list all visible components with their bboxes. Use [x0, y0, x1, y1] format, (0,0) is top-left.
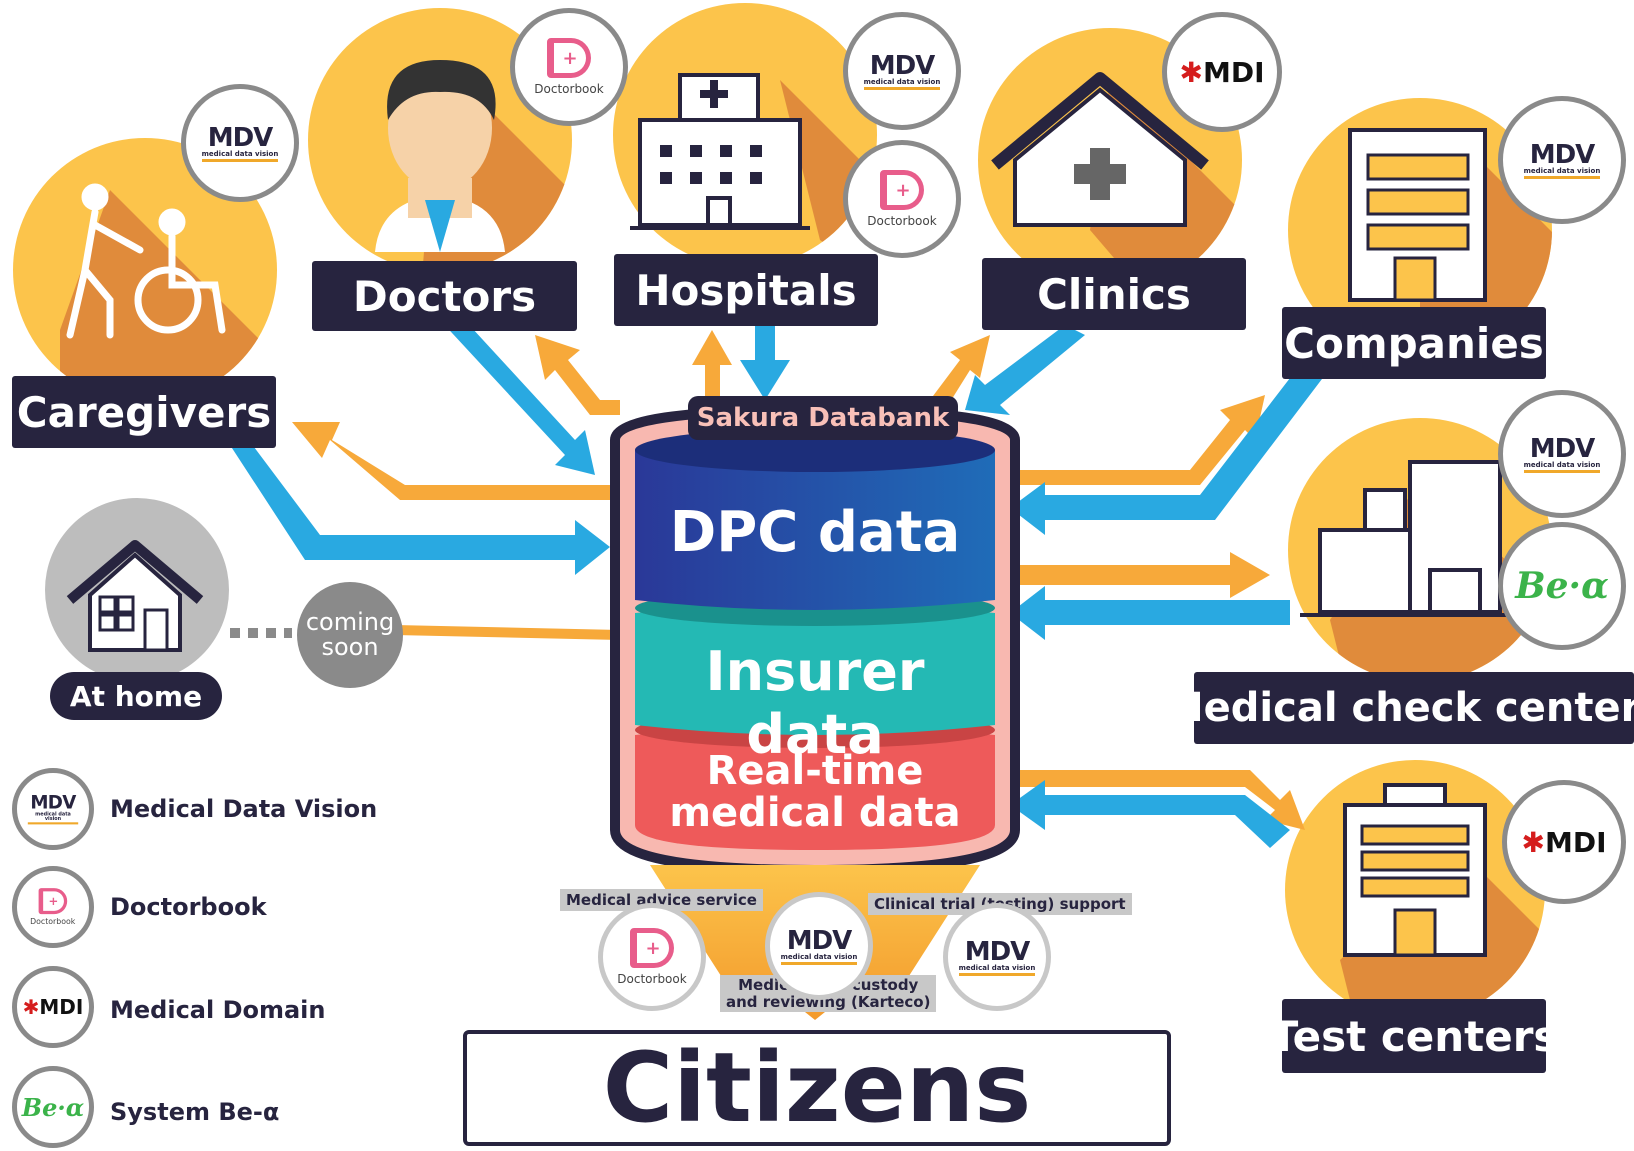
- insurer-data-layer-label: Insurer data: [705, 640, 925, 766]
- legend-doctorbook-label: Doctorbook: [110, 893, 267, 921]
- doctorbook-d-icon: +: [630, 928, 674, 968]
- blue-arrows: [230, 315, 1325, 848]
- medical-check-bea-logo: Be·α: [1498, 522, 1626, 650]
- realtime-line2: medical data: [669, 790, 961, 836]
- hospital-building-icon: [630, 73, 810, 230]
- legend-mdv-label: Medical Data Vision: [110, 795, 378, 823]
- realtime-data-layer-label: Real-time medical data: [640, 750, 990, 834]
- mdi-logo-icon: ✱MDI: [1521, 825, 1607, 859]
- medical-check-centers-label: Medical check centers: [1164, 672, 1634, 744]
- test-centers-label: Test centers: [1270, 999, 1558, 1073]
- caregivers-label: Caregivers: [12, 376, 276, 448]
- home-house-icon: [66, 540, 204, 652]
- dpc-data-layer-label: DPC data: [669, 500, 961, 565]
- legend-mdi-label: Medical Domain: [110, 996, 326, 1024]
- orange-arrows: [292, 330, 1305, 830]
- legend-bea-label: System Be-α: [110, 1098, 280, 1126]
- sakura-databank-cylinder: [610, 404, 1020, 876]
- mdi-logo-icon: ✱MDI: [1179, 55, 1265, 89]
- citizens-title: Citizens: [602, 1032, 1032, 1144]
- bea-logo-icon: Be·α: [1515, 565, 1609, 607]
- bea-logo-icon: Be·α: [21, 1092, 85, 1122]
- test-centers-mdi-logo: ✱MDI: [1502, 780, 1626, 904]
- doctorbook-d-icon: +: [880, 170, 924, 210]
- doctorbook-d-icon: +: [547, 38, 591, 78]
- coming-soon-connector: [230, 625, 621, 640]
- legend-doctorbook-badge: +Doctorbook: [12, 866, 94, 948]
- coming-soon-badge: coming soon: [297, 582, 403, 688]
- legend-bea-badge: Be·α: [12, 1066, 94, 1148]
- karteco-line2: and reviewing (Karteco): [726, 992, 931, 1011]
- test-center-building-icon: [1343, 783, 1487, 957]
- coming-soon-text: coming soon: [305, 607, 395, 661]
- doctors-label: Doctors: [312, 261, 577, 331]
- at-home-label: At home: [50, 672, 222, 720]
- medical-check-building-icon: [1300, 460, 1510, 617]
- citizens-box: Citizens: [463, 1030, 1171, 1146]
- hospitals-label: Hospitals: [614, 254, 878, 326]
- caregiver-wheelchair-icon: [66, 183, 226, 339]
- clinics-mdi-logo: ✱MDI: [1162, 12, 1282, 132]
- mdi-logo-icon: ✱MDI: [22, 995, 84, 1019]
- doctor-person-icon: [375, 60, 505, 252]
- legend-mdi-badge: ✱MDI: [12, 966, 94, 1048]
- medical-advice-service-tag: Medical advice service: [560, 889, 763, 911]
- service-doctorbook-logo: +Doctorbook: [598, 903, 706, 1011]
- companies-label: Companies: [1282, 307, 1546, 379]
- realtime-line1: Real-time: [706, 748, 924, 794]
- clinic-house-icon: [991, 72, 1209, 227]
- doctors-doctorbook-logo: +Doctorbook: [510, 8, 628, 126]
- company-building-icon: [1348, 128, 1487, 302]
- doctorbook-d-icon: +: [38, 888, 68, 915]
- databank-title: Sakura Databank: [688, 396, 958, 440]
- hospitals-doctorbook-logo: +Doctorbook: [843, 140, 961, 258]
- clinics-label: Clinics: [982, 258, 1246, 330]
